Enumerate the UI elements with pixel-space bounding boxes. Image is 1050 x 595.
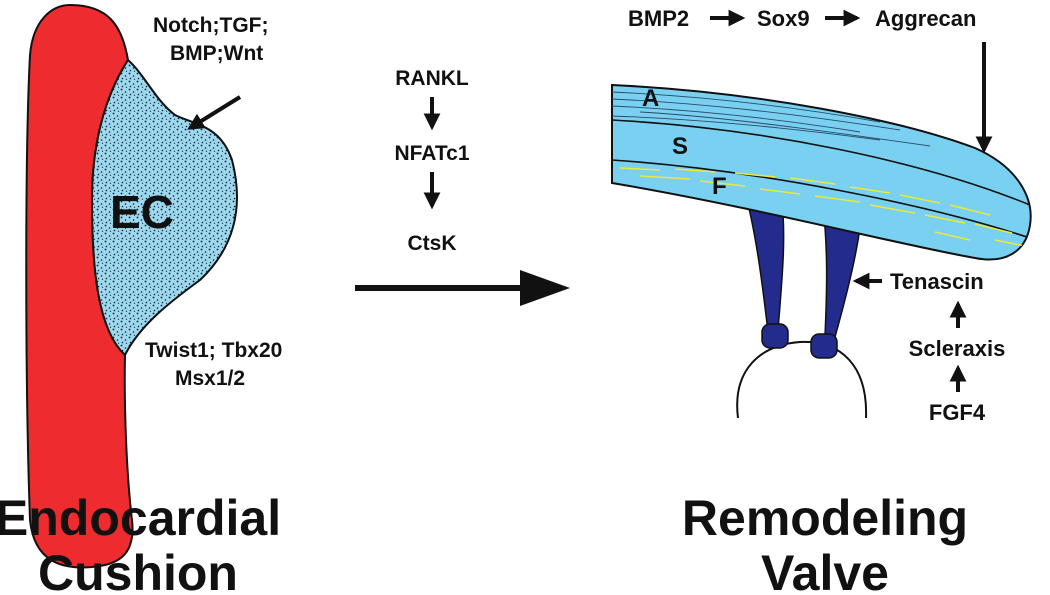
title-valve: Valve bbox=[761, 545, 889, 595]
transition-arrow bbox=[355, 270, 570, 306]
bottom-pathway-fgf4: FGF4 bbox=[929, 400, 986, 425]
cushion-label: EC bbox=[110, 186, 174, 238]
top-pathway-sox9: Sox9 bbox=[757, 6, 810, 31]
title-cushion: Cushion bbox=[38, 545, 238, 595]
tf-label-line2: Msx1/2 bbox=[175, 367, 245, 390]
papillary-tip-left bbox=[761, 323, 789, 349]
pathway-step-nfatc1: NFATc1 bbox=[394, 142, 469, 165]
title-endocardial: Endocardial bbox=[0, 490, 281, 546]
fibrosa-fibres bbox=[619, 167, 1026, 247]
layer-label-atrialis: A bbox=[642, 85, 659, 112]
title-remodeling: Remodeling bbox=[682, 490, 968, 546]
bottom-pathway-tenascin: Tenascin bbox=[890, 269, 984, 294]
layer-label-fibrosa: F bbox=[712, 173, 727, 200]
fibrosa-boundary bbox=[612, 159, 1031, 239]
atrialis-boundary bbox=[612, 119, 1031, 206]
top-pathway-bmp2: BMP2 bbox=[628, 6, 689, 31]
endocardial-cushion-panel: EC Notch;TGF; BMP;Wnt Twist1; Tbx20 Msx1… bbox=[0, 3, 282, 595]
valve-annulus bbox=[736, 340, 868, 419]
pathway-step-rankl: RANKL bbox=[395, 67, 469, 90]
top-pathway-aggrecan: Aggrecan bbox=[875, 6, 976, 31]
layer-label-spongiosa: S bbox=[672, 133, 688, 160]
tf-label-line1: Twist1; Tbx20 bbox=[145, 339, 282, 362]
arrow-right-icon bbox=[520, 270, 570, 306]
cushion-tissue bbox=[90, 58, 238, 357]
bottom-pathway-scleraxis: Scleraxis bbox=[909, 336, 1006, 361]
leaflet-layers bbox=[612, 91, 1031, 247]
pathway-step-ctsk: CtsK bbox=[407, 232, 456, 255]
rankl-pathway: RANKL NFATc1 CtsK bbox=[394, 67, 469, 255]
signals-label-line1: Notch;TGF; bbox=[153, 14, 268, 37]
arrow-down-icon bbox=[187, 95, 242, 130]
valve-leaflet bbox=[611, 83, 1032, 261]
papillary-tip-right bbox=[810, 333, 838, 359]
remodeling-valve-panel: BMP2 Sox9 Aggrecan bbox=[611, 6, 1032, 595]
signals-label-line2: BMP;Wnt bbox=[170, 42, 263, 65]
